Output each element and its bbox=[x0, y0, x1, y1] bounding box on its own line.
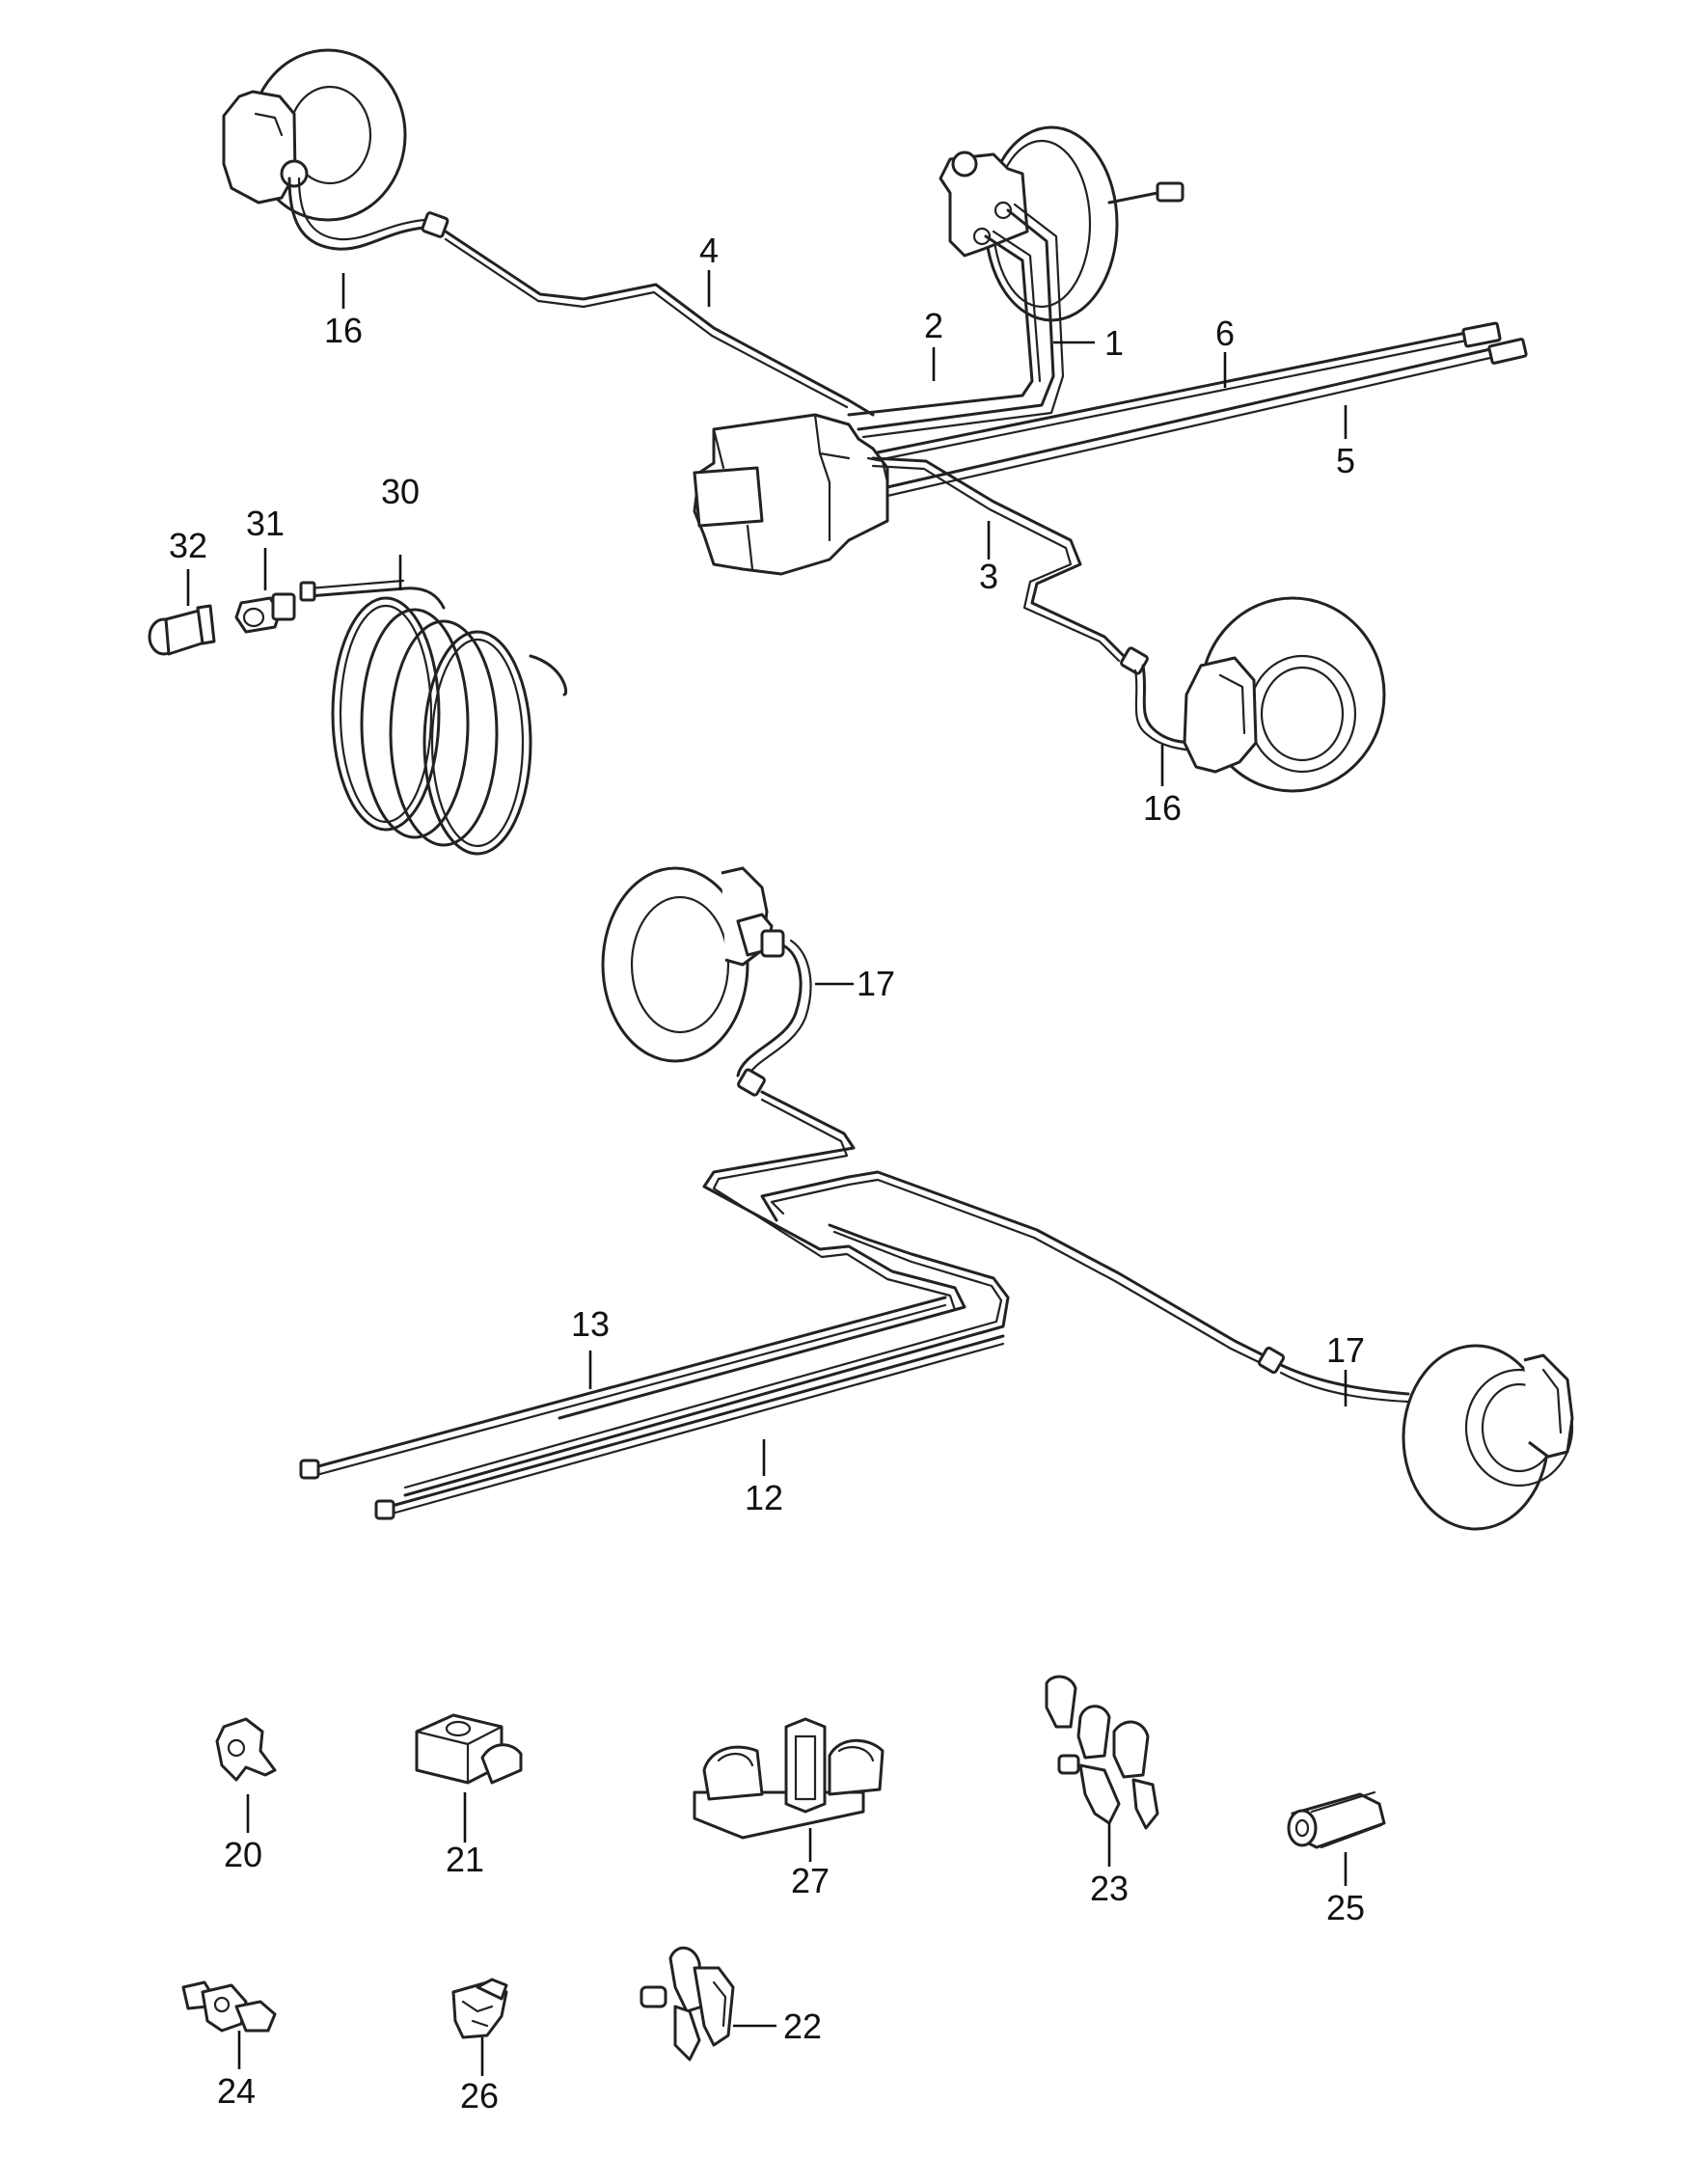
rear-left-brake-hose bbox=[736, 943, 803, 1078]
callout-30: 30 bbox=[381, 472, 420, 511]
connector-25 bbox=[1287, 1790, 1386, 1849]
leader-lines bbox=[186, 270, 1348, 2076]
brake-line-13 bbox=[316, 1296, 947, 1468]
callout-16-front-right: 16 bbox=[1143, 788, 1182, 828]
callout-20: 20 bbox=[224, 1835, 262, 1874]
front-left-brake-hose-inner bbox=[297, 177, 426, 241]
brake-line-4 bbox=[444, 230, 875, 417]
brake-line-1 bbox=[857, 208, 1055, 431]
callout-25: 25 bbox=[1326, 1888, 1365, 1927]
callout-31: 31 bbox=[246, 504, 285, 543]
hose-fitting bbox=[421, 211, 449, 238]
hose-fitting bbox=[737, 1068, 766, 1097]
callout-1: 1 bbox=[1104, 323, 1124, 363]
line-end-fitting bbox=[1461, 321, 1502, 348]
clip-21 bbox=[415, 1713, 523, 1785]
rear-brake-line-network bbox=[558, 1090, 967, 1420]
clip-24 bbox=[181, 1980, 277, 2033]
front-right-brake-disc bbox=[1183, 596, 1386, 793]
rear-right-brake-disc bbox=[1402, 1344, 1574, 1531]
front-left-brake-hose bbox=[287, 177, 426, 251]
callout-4: 4 bbox=[699, 231, 719, 270]
brake-line-6 bbox=[871, 331, 1468, 455]
hose-fitting bbox=[1257, 1346, 1286, 1375]
callout-27: 27 bbox=[791, 1861, 830, 1900]
callout-12: 12 bbox=[745, 1478, 783, 1517]
brake-line-3 bbox=[871, 456, 1126, 658]
master-cylinder bbox=[939, 150, 1029, 258]
line-end-fitting bbox=[299, 1459, 320, 1480]
callout-26: 26 bbox=[460, 2076, 499, 2116]
callout-2: 2 bbox=[924, 306, 943, 345]
rear-right-brake-hose bbox=[1279, 1363, 1410, 1396]
brake-line-12 bbox=[394, 1334, 1005, 1507]
clip-22 bbox=[640, 1946, 735, 2061]
callout-17-rear-right: 17 bbox=[1326, 1330, 1365, 1370]
bracket-27 bbox=[693, 1717, 885, 1840]
line-end-fitting bbox=[1487, 338, 1528, 365]
callout-6: 6 bbox=[1215, 314, 1235, 353]
callout-3: 3 bbox=[979, 557, 998, 596]
callout-22: 22 bbox=[783, 2007, 822, 2046]
callout-24: 24 bbox=[217, 2071, 256, 2111]
abs-hydraulic-unit bbox=[693, 413, 889, 576]
callout-13: 13 bbox=[571, 1304, 610, 1344]
callout-5: 5 bbox=[1336, 441, 1355, 480]
line-end-fitting bbox=[374, 1499, 395, 1520]
brake-line-5 bbox=[885, 347, 1492, 489]
callout-17-rear-left: 17 bbox=[857, 964, 895, 1003]
clip-20 bbox=[215, 1717, 277, 1782]
brake-line-fitting-31 bbox=[234, 592, 296, 634]
callout-21: 21 bbox=[446, 1840, 484, 1879]
callout-23: 23 bbox=[1090, 1869, 1129, 1908]
clip-23 bbox=[1045, 1675, 1159, 1830]
rear-left-brake-disc bbox=[601, 866, 785, 1063]
brake-line-2 bbox=[847, 234, 1034, 417]
brake-line-fitting-32 bbox=[148, 604, 216, 656]
callout-16-front-left: 16 bbox=[324, 311, 363, 350]
callout-32: 32 bbox=[169, 526, 207, 565]
front-left-brake-disc bbox=[222, 48, 407, 222]
brake-line-coil bbox=[299, 579, 568, 856]
clip-26 bbox=[451, 1978, 508, 2039]
